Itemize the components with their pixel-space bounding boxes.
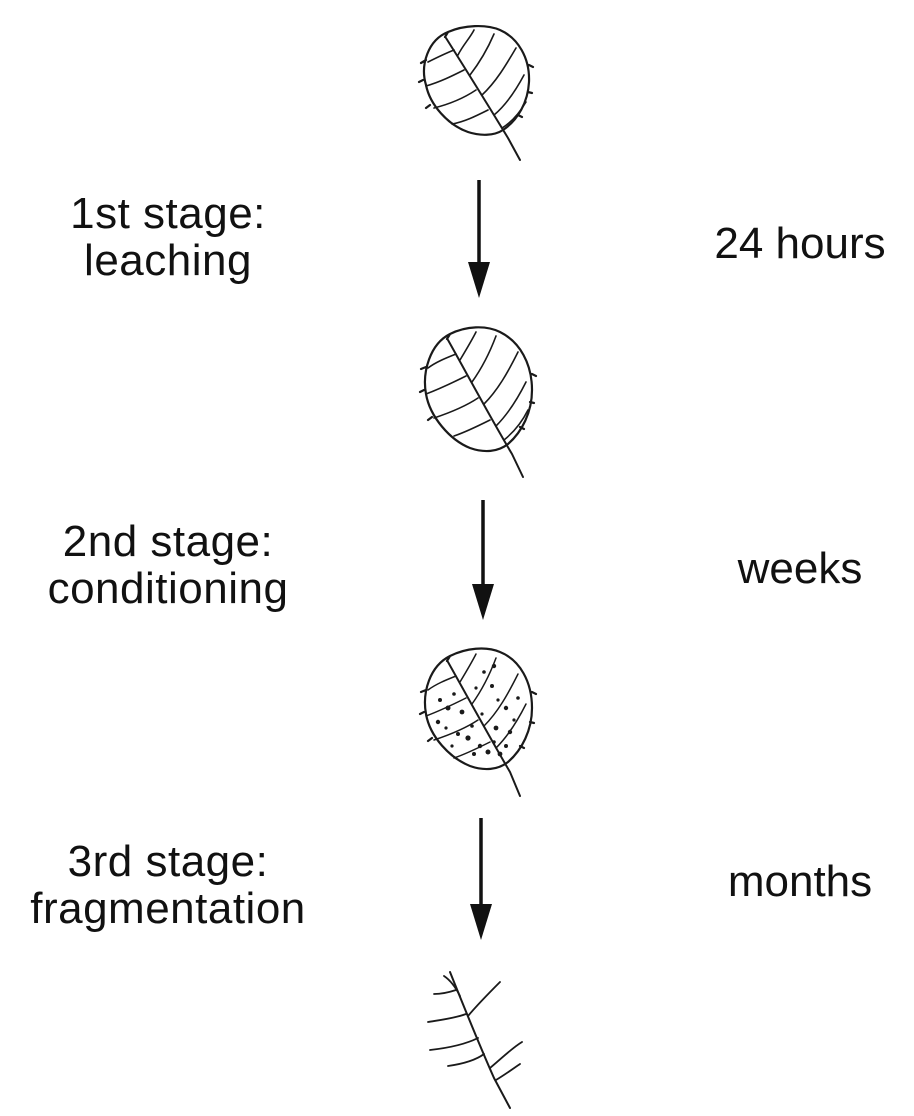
stage-2-duration: weeks [737, 544, 863, 593]
stage-2-title: 2nd stage: [62, 517, 274, 566]
down-arrow-icon [470, 818, 492, 940]
conditioned-leaf-icon [418, 647, 538, 797]
stage-2-process: conditioning [47, 564, 289, 613]
fresh-leaf-icon [417, 25, 535, 161]
stage-1-duration: 24 hours [714, 219, 886, 268]
leached-leaf-icon [418, 326, 538, 478]
stage-2-label: 2nd stage: conditioning [8, 518, 328, 612]
down-arrow-icon [468, 180, 490, 298]
stage-3-label: 3rd stage: fragmentation [8, 838, 328, 932]
stage-1-title: 1st stage: [70, 189, 266, 238]
stage-3-process: fragmentation [30, 884, 306, 933]
stage-1-label: 1st stage: leaching [8, 190, 328, 284]
stage-3-duration: months [727, 857, 873, 906]
leaf-skeleton-icon [427, 971, 523, 1109]
stage-3-title: 3rd stage: [67, 837, 269, 886]
down-arrow-icon [472, 500, 494, 620]
stage-1-process: leaching [84, 236, 252, 285]
